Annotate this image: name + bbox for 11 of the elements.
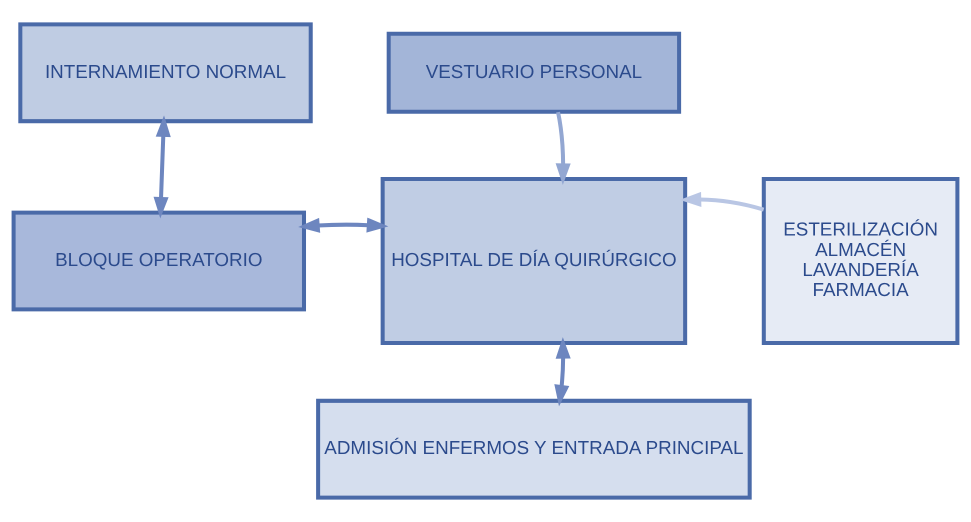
node-box: VESTUARIO PERSONAL xyxy=(386,32,682,114)
node-box: INTERNAMIENTO NORMAL xyxy=(18,22,313,124)
arrow xyxy=(154,115,171,219)
arrow xyxy=(554,337,571,406)
node-box: ADMISIÓN ENFERMOS Y ENTRADA PRINCIPAL xyxy=(316,398,752,500)
arrow xyxy=(556,112,571,185)
arrow xyxy=(298,218,388,233)
node-box: ESTERILIZACIÓN ALMACÉN LAVANDERÍA FARMACIA xyxy=(762,176,960,346)
node-box: HOSPITAL DE DÍA QUIRÚRGICO xyxy=(380,176,688,346)
node-box: BLOQUE OPERATORIO xyxy=(12,210,306,312)
arrow xyxy=(680,192,764,212)
